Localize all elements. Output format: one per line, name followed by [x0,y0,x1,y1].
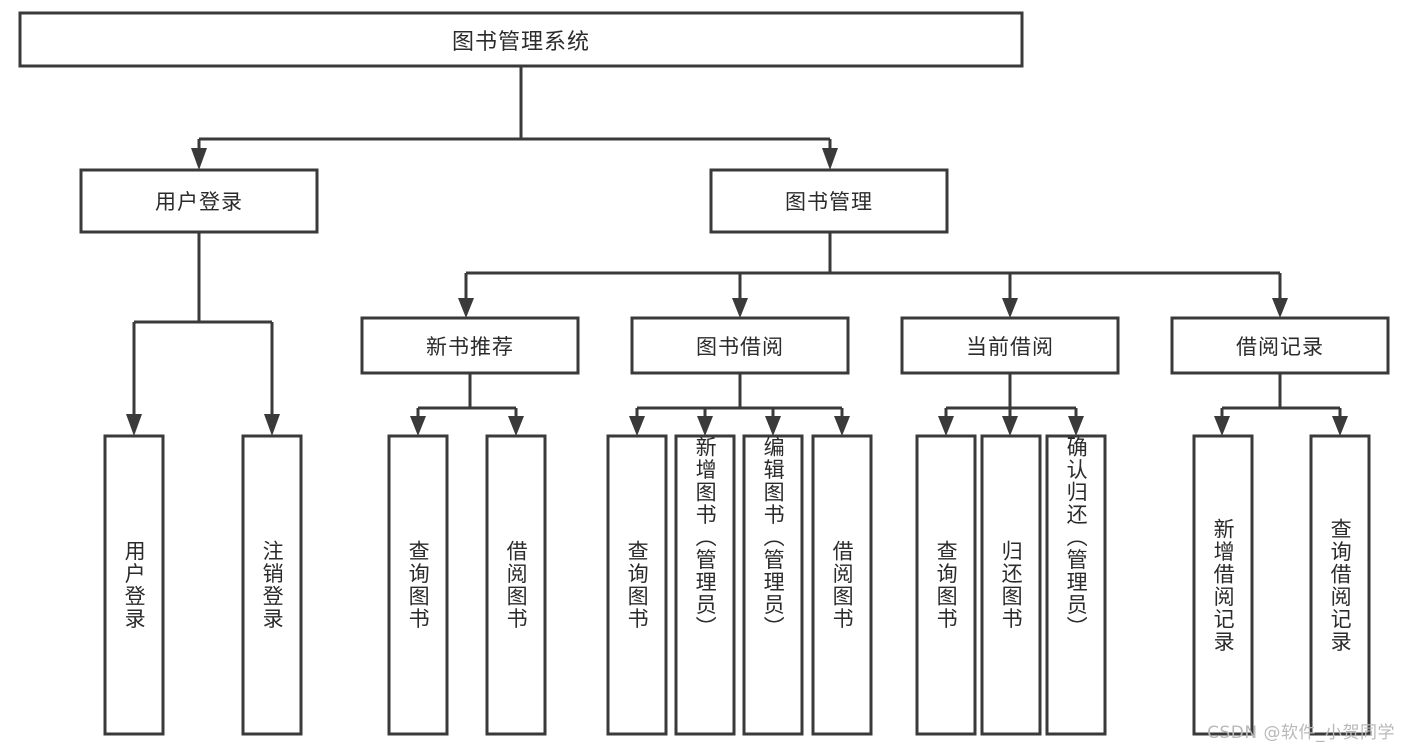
node-box-book-borrow[interactable] [630,316,850,375]
arrowhead-user-login [191,148,207,170]
arrowhead-leaf-query-book-2 [629,416,645,436]
node-box-leaf-borrow-book-1[interactable] [485,434,547,736]
arrowhead-leaf-query-record [1332,416,1348,436]
node-box-leaf-query-book-2[interactable] [606,434,668,736]
node-box-leaf-return-book[interactable] [980,434,1042,736]
node-box-leaf-add-record[interactable] [1192,434,1254,736]
node-box-leaf-add-book[interactable] [674,434,736,736]
arrowhead-leaf-edit-book [765,416,781,436]
arrowhead-leaf-query-book-3 [938,416,954,436]
arrowhead-leaf-user-login [126,414,142,436]
node-box-leaf-borrow-book-2[interactable] [811,434,873,736]
node-box-book-manage[interactable] [709,168,949,234]
edge-group-user-login [126,232,280,436]
arrowhead-leaf-logout [264,414,280,436]
edge-group-book-manage [458,232,1288,318]
arrowhead-book-manage [822,148,838,170]
arrowhead-leaf-borrow-book-2 [834,416,850,436]
node-box-root[interactable] [18,11,1024,68]
node-box-leaf-query-record[interactable] [1309,434,1371,736]
arrowhead-leaf-borrow-book-1 [508,416,524,436]
csdn-watermark: CSDN @软件_小贺同学 [1207,723,1395,743]
arrowhead-leaf-return-book [1002,416,1018,436]
arrowhead-book-borrow [732,298,748,318]
node-box-leaf-user-login[interactable] [103,434,165,736]
node-box-leaf-edit-book[interactable] [742,434,804,736]
node-box-leaf-confirm-return[interactable] [1045,434,1107,736]
node-box-borrow-record[interactable] [1170,316,1390,375]
arrowhead-borrow-record [1272,298,1288,318]
node-box-leaf-query-book-3[interactable] [915,434,977,736]
edge-group-borrow-record [1214,373,1348,436]
arrowhead-new-book-rec [458,298,474,318]
node-box-leaf-query-book-1[interactable] [387,434,449,736]
arrowhead-leaf-confirm-return [1068,416,1084,436]
arrowhead-leaf-add-record [1214,416,1230,436]
edge-group-book-borrow [629,373,850,436]
arrowhead-leaf-add-book [697,416,713,436]
node-box-user-login[interactable] [79,168,319,234]
arrowhead-leaf-query-book-1 [410,416,426,436]
edge-group-current-borrow [938,373,1084,436]
node-box-current-borrow[interactable] [900,316,1120,375]
edge-group-new-book-rec [410,373,524,436]
node-box-leaf-logout[interactable] [241,434,303,736]
node-box-new-book-rec[interactable] [360,316,580,375]
edge-group-root [191,66,838,170]
arrowhead-current-borrow [1002,298,1018,318]
